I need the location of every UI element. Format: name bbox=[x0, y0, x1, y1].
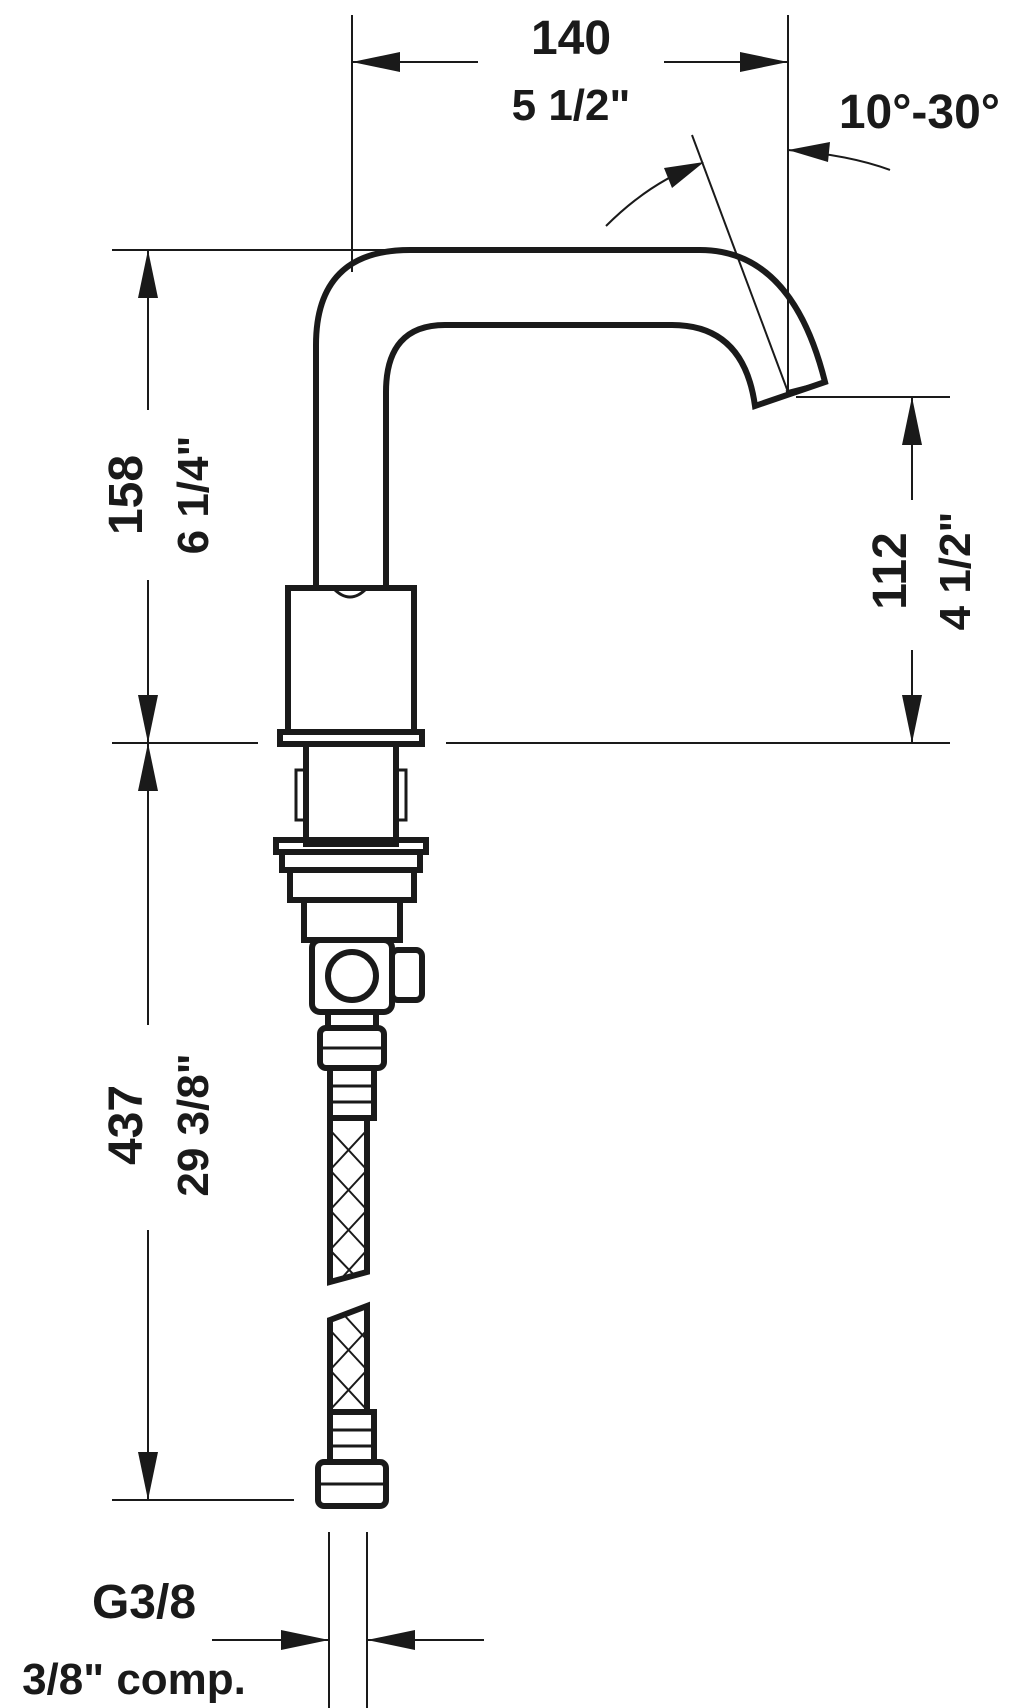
hose-ferrule-bottom bbox=[327, 1409, 377, 1465]
width-dimension: 140 5 1/2" bbox=[351, 12, 789, 390]
valve-side-cap bbox=[389, 947, 425, 1003]
spout-in-label: 4 1/2" bbox=[931, 512, 980, 631]
width-mm-label: 140 bbox=[531, 12, 611, 65]
thread-label: G3/8 bbox=[92, 1576, 196, 1629]
height-in-label: 6 1/4" bbox=[169, 436, 218, 555]
flexible-hose bbox=[315, 1025, 389, 1509]
mounting-nut bbox=[287, 867, 417, 903]
spout-outline bbox=[313, 247, 829, 590]
connection-dimension: G3/8 3/8" comp. bbox=[22, 1532, 484, 1708]
shank-collar-left bbox=[294, 768, 308, 822]
hose-braid-upper bbox=[329, 1129, 368, 1281]
height-mm-label: 158 bbox=[100, 455, 153, 535]
angle-arrow-right bbox=[788, 142, 830, 162]
hose-arrow-bottom bbox=[138, 1452, 158, 1500]
faucet-spout bbox=[313, 247, 829, 590]
height-arrow-bottom bbox=[138, 695, 158, 743]
width-arrow-left bbox=[352, 52, 400, 72]
spout-arrow-bottom bbox=[902, 695, 922, 743]
angle-reference-line bbox=[691, 134, 789, 393]
shank bbox=[303, 741, 399, 847]
hose-arrow-top bbox=[138, 743, 158, 791]
connection-arrow-left bbox=[281, 1630, 329, 1650]
hose-length-dimension: 437 29 3/8" bbox=[100, 743, 294, 1501]
body-housing bbox=[285, 585, 417, 735]
hose-braid-lower bbox=[329, 1315, 368, 1411]
height-dimension: 158 6 1/4" bbox=[100, 249, 420, 744]
angle-label: 10°-30° bbox=[839, 86, 1000, 139]
angle-arrow-left bbox=[664, 162, 704, 188]
hose-in-label: 29 3/8" bbox=[169, 1053, 218, 1196]
width-arrow-right bbox=[740, 52, 788, 72]
hose-segment-upper bbox=[327, 1118, 370, 1286]
valve-port bbox=[325, 949, 379, 1003]
hose-ferrule-top bbox=[327, 1065, 377, 1121]
spout-mm-label: 112 bbox=[864, 532, 917, 609]
spout-height-dimension: 112 4 1/2" bbox=[446, 396, 980, 744]
connection-arrow-right bbox=[367, 1630, 415, 1650]
hose-mm-label: 437 bbox=[100, 1085, 153, 1165]
faucet-body bbox=[273, 585, 429, 1031]
width-in-label: 5 1/2" bbox=[512, 81, 631, 130]
hose-segment-lower bbox=[327, 1301, 370, 1415]
spout-arrow-top bbox=[902, 397, 922, 445]
spout-tip bbox=[785, 380, 826, 394]
lower-shank bbox=[301, 897, 403, 943]
body-notch bbox=[331, 586, 369, 599]
angle-dimension: 10°-30° bbox=[605, 86, 1000, 393]
comp-label: 3/8" comp. bbox=[22, 1655, 246, 1704]
shank-collar-right bbox=[394, 768, 408, 822]
height-arrow-top bbox=[138, 250, 158, 298]
